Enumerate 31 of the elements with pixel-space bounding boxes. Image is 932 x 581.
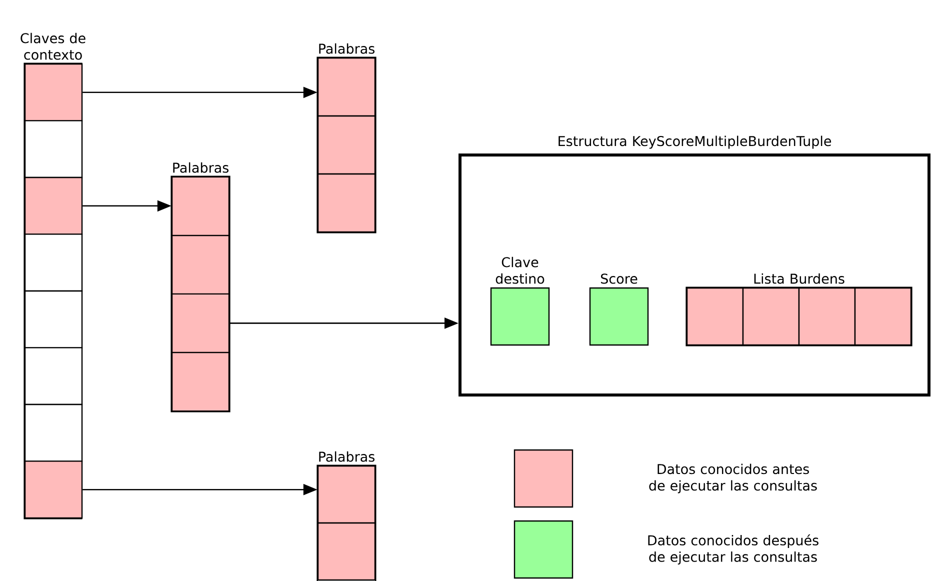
array-cell bbox=[171, 352, 230, 412]
array-cell bbox=[317, 173, 376, 233]
array-cell bbox=[24, 234, 83, 292]
array-cell bbox=[171, 176, 230, 236]
heading-text: Score bbox=[601, 274, 638, 284]
array-cell bbox=[24, 63, 83, 122]
array-cell bbox=[24, 404, 83, 462]
array-cell bbox=[171, 234, 230, 295]
array-cell bbox=[24, 460, 83, 519]
array-cell bbox=[742, 287, 800, 346]
array-cell bbox=[798, 287, 856, 346]
array-cell bbox=[854, 287, 912, 346]
array-cell bbox=[317, 522, 376, 581]
array-cell bbox=[686, 287, 744, 346]
heading-text: Palabras bbox=[319, 43, 374, 54]
heading-text: Clave destino bbox=[496, 256, 544, 284]
heading-text: Palabras bbox=[319, 451, 374, 462]
array-cell bbox=[317, 115, 376, 175]
array-cell bbox=[24, 176, 83, 235]
array-cell bbox=[24, 347, 83, 406]
legend-text: Datos conocidos después de ejecutar las consultas bbox=[648, 534, 818, 565]
array-cell bbox=[24, 290, 83, 348]
array-cell bbox=[317, 57, 376, 117]
array-cell bbox=[171, 293, 230, 354]
array-cell bbox=[317, 465, 376, 524]
heading-text: Lista Burdens bbox=[754, 273, 844, 284]
heading-text: Palabras bbox=[173, 162, 228, 173]
heading-text: Claves de contexto bbox=[20, 32, 86, 60]
heading-text: Estructura KeyScoreMultipleBurdenTuple bbox=[558, 136, 832, 149]
legend-text: Datos conocidos antes de ejecutar las consultas bbox=[649, 464, 817, 494]
array-cell bbox=[24, 120, 83, 178]
